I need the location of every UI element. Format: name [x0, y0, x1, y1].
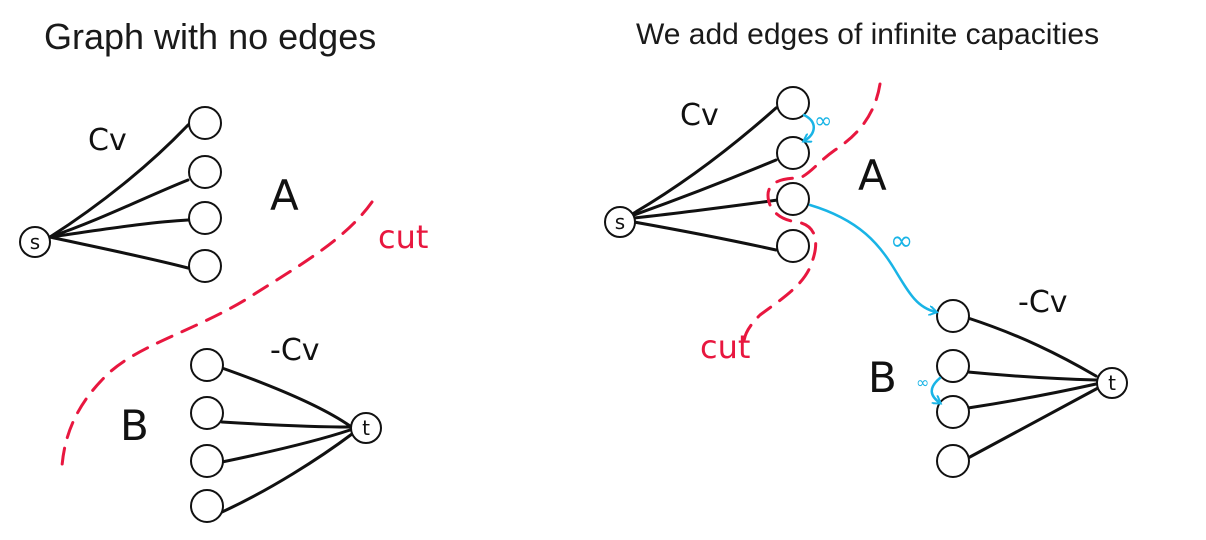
right-node-b1 [936, 299, 970, 333]
left-sink-node [350, 412, 382, 444]
left-source-node [19, 226, 51, 258]
right-node-a3 [776, 182, 810, 216]
right-edge-s-a3 [632, 198, 780, 220]
right-graph: s t Cv -Cv A B ∞ ∞ ∞ cut [604, 82, 1128, 478]
left-node-b4 [190, 489, 224, 523]
right-edge-b4-t [966, 386, 1100, 460]
right-edge-b2-t [966, 370, 1098, 382]
right-edge-b3-t [966, 382, 1098, 410]
right-node-b4 [936, 444, 970, 478]
right-set-a-label: A [858, 151, 887, 200]
right-panel-title: We add edges of infinite capacities [636, 18, 1100, 51]
left-node-a2 [188, 155, 222, 189]
right-node-a1 [776, 86, 810, 120]
right-infinite-edge-a3-b1 [808, 203, 936, 312]
left-graph: s t Cv -Cv A B cut [19, 106, 428, 523]
right-infinite-edge-b2-b3 [930, 376, 940, 403]
right-source-node [604, 206, 636, 238]
right-cut-label: cut [700, 328, 750, 366]
right-node-b2 [936, 349, 970, 383]
left-edge-b2-t [220, 420, 352, 429]
right-edge-label-neg-cv: -Cv [1018, 285, 1068, 320]
right-cut-line [742, 82, 882, 352]
left-node-b2 [190, 396, 224, 430]
left-edge-s-a4 [48, 235, 190, 270]
right-node-a4 [776, 229, 810, 263]
left-node-a3 [188, 201, 222, 235]
left-set-b-label: B [120, 401, 149, 450]
left-sink-label: t [362, 416, 370, 440]
right-infinity-label-middle: ∞ [890, 224, 913, 257]
right-edge-s-a1 [632, 106, 778, 215]
right-node-b3 [936, 395, 970, 429]
left-node-a4 [188, 249, 222, 283]
left-edge-b4-t [220, 432, 354, 514]
right-sink-label: t [1108, 371, 1116, 395]
right-infinite-edge-a1-a2 [804, 113, 815, 141]
right-edge-label-cv: Cv [680, 98, 719, 133]
left-edge-s-a3 [48, 218, 190, 239]
right-infinity-label-bottom: ∞ [916, 373, 929, 392]
left-node-b1 [190, 348, 224, 382]
right-infinity-label-top: ∞ [814, 109, 832, 134]
left-edge-s-a2 [48, 178, 190, 239]
left-node-a1 [188, 106, 222, 140]
right-edge-s-a2 [632, 158, 778, 217]
right-source-label: s [615, 210, 625, 234]
left-set-a-label: A [270, 171, 299, 220]
right-edge-b1-t [966, 316, 1098, 378]
left-edge-label-neg-cv: -Cv [270, 333, 320, 368]
left-edge-b1-t [220, 366, 352, 428]
right-edge-s-a4 [632, 220, 778, 252]
left-source-label: s [30, 230, 40, 254]
left-edge-b3-t [220, 428, 352, 464]
left-node-b3 [190, 444, 224, 478]
right-sink-node [1096, 367, 1128, 399]
right-node-a2 [776, 136, 810, 170]
left-cut-line [60, 200, 374, 468]
right-set-b-label: B [868, 353, 897, 402]
left-edge-label-cv: Cv [88, 123, 127, 158]
left-edge-s-a1 [48, 123, 190, 239]
left-cut-label: cut [378, 218, 428, 256]
left-panel-title: Graph with no edges [44, 16, 377, 57]
